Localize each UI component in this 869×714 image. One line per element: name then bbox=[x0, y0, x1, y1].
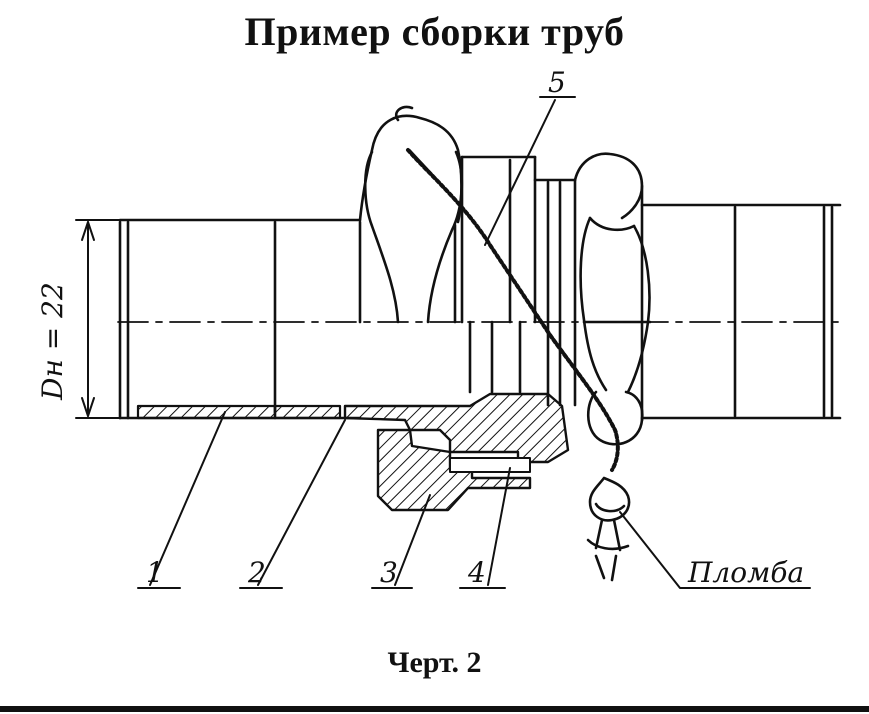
callout-2: 2 bbox=[247, 556, 266, 589]
left-nut bbox=[358, 105, 464, 324]
right-pipe bbox=[640, 203, 842, 420]
dimension-label: Dн = 22 bbox=[36, 282, 69, 401]
bottom-rule bbox=[0, 706, 869, 712]
figure-title: Пример сборки труб bbox=[244, 9, 625, 54]
callout-3: 3 bbox=[380, 556, 398, 589]
left-pipe bbox=[118, 218, 362, 420]
callout-5: 5 bbox=[548, 66, 566, 99]
pipe-wall-section bbox=[136, 404, 342, 420]
fitting-body bbox=[460, 155, 577, 407]
gasket-section bbox=[449, 457, 531, 473]
callout-4: 4 bbox=[467, 556, 486, 589]
leader-lines bbox=[137, 96, 811, 589]
right-nut bbox=[573, 152, 652, 446]
callout-seal: Пломба bbox=[687, 556, 804, 589]
callout-1: 1 bbox=[146, 556, 164, 589]
dimension-line bbox=[75, 219, 121, 419]
seal-plomb bbox=[586, 476, 631, 582]
figure-caption: Черт. 2 bbox=[387, 646, 482, 679]
